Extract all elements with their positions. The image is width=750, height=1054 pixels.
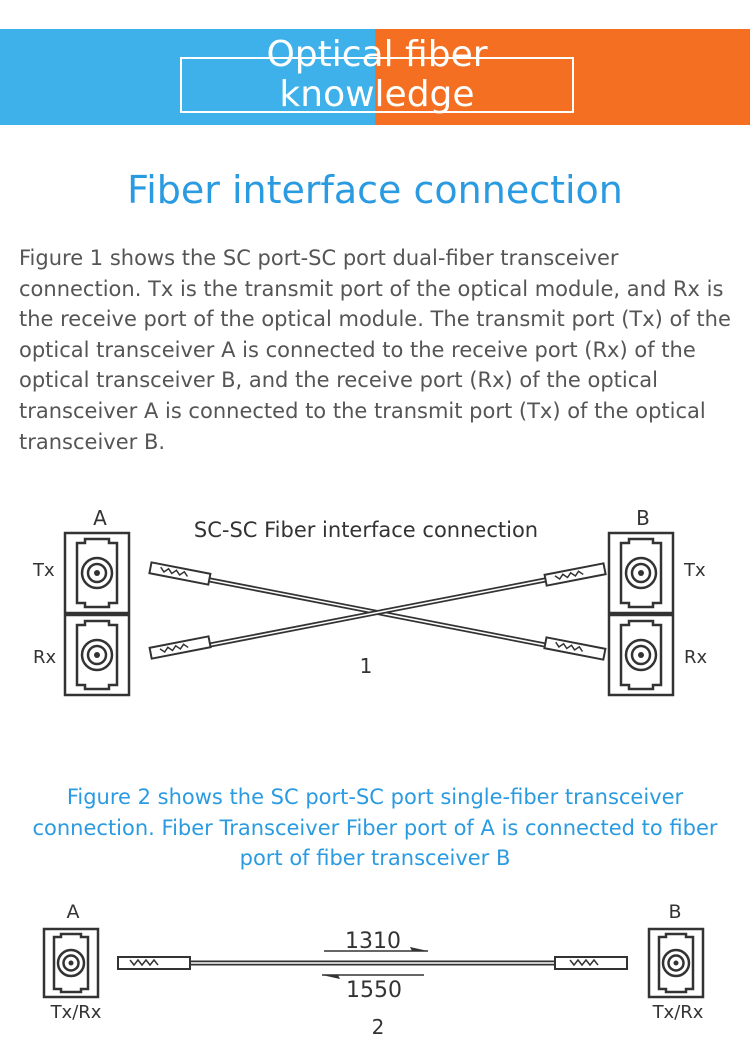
fig1-rx-label-a: Rx bbox=[33, 647, 57, 668]
fig2-arrow-left bbox=[322, 974, 424, 979]
fig2-label-a: A bbox=[67, 901, 80, 923]
fig1-transceiver-b-rx-port bbox=[607, 613, 675, 697]
figure-2-caption: Figure 2 shows the SC port-SC port singl… bbox=[32, 785, 718, 870]
fig1-transceiver-b-tx-port bbox=[607, 531, 675, 615]
fig1-number: 1 bbox=[360, 654, 373, 678]
fig1-transceiver-a-tx-port bbox=[63, 531, 131, 615]
fig2-transceiver-a-port bbox=[42, 927, 100, 999]
banner-title-line1: Optical fiber bbox=[266, 34, 488, 75]
fig1-fiber-cable-a-rx-to-b-tx bbox=[148, 562, 607, 660]
fig2-wavelength-1550: 1550 bbox=[346, 978, 402, 1003]
fig2-arrow-right bbox=[324, 947, 428, 952]
banner-title-line2: knowledge bbox=[279, 74, 475, 115]
banner-frame bbox=[180, 57, 574, 113]
fig1-label-b: B bbox=[636, 506, 650, 530]
fig2-port-label-b: Tx/Rx bbox=[652, 1002, 704, 1023]
figure-1-diagram: A B SC-SC Fiber interface connection Tx … bbox=[32, 506, 708, 697]
fig1-label-a: A bbox=[93, 506, 107, 530]
fig1-rx-label-b: Rx bbox=[684, 647, 708, 668]
fig2-number: 2 bbox=[372, 1015, 385, 1039]
fig2-fiber-cable bbox=[117, 956, 628, 970]
fig1-tx-label-a: Tx bbox=[32, 560, 55, 581]
fig2-label-b: B bbox=[668, 901, 681, 923]
banner-title: Optical fiber knowledge bbox=[180, 35, 574, 115]
fig1-tx-label-b: Tx bbox=[683, 560, 706, 581]
fig2-wavelength-1310: 1310 bbox=[345, 929, 401, 954]
header-banner: Optical fiber knowledge bbox=[0, 29, 750, 125]
figure-2-diagram: A B 1310 1550 Tx/Rx Tx/Rx 2 bbox=[42, 901, 705, 1039]
section-title: Fiber interface connection bbox=[127, 168, 623, 212]
fig2-transceiver-b-port bbox=[647, 927, 705, 999]
fig2-port-label-a: Tx/Rx bbox=[50, 1002, 102, 1023]
intro-paragraph: Figure 1 shows the SC port-SC port dual-… bbox=[19, 246, 731, 454]
fig1-title: SC-SC Fiber interface connection bbox=[194, 518, 538, 542]
fig1-transceiver-a-rx-port bbox=[63, 613, 131, 697]
